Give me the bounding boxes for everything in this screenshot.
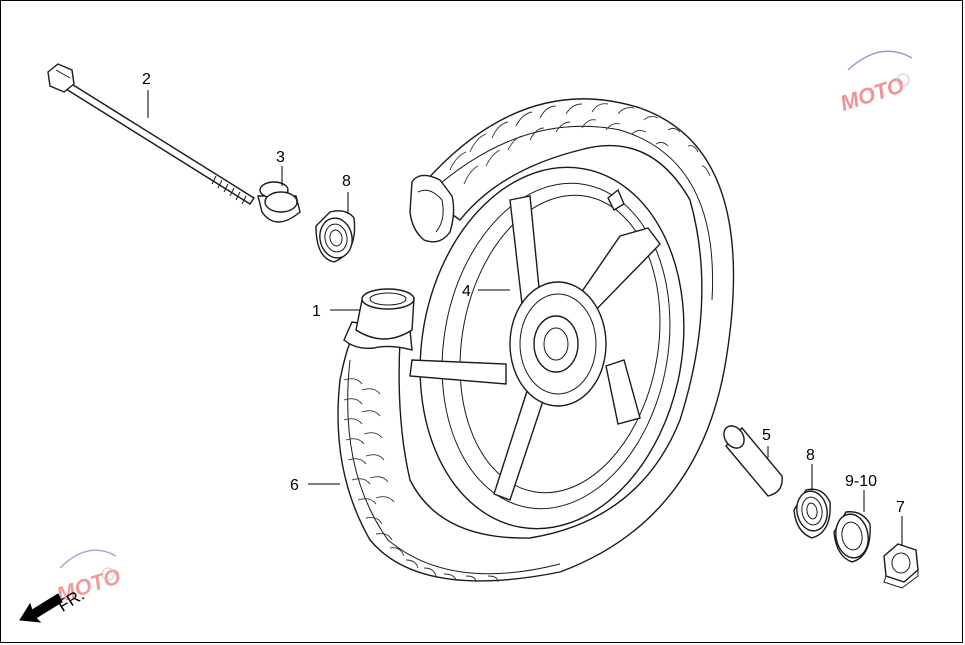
callout-5: 5 [762,427,771,444]
callout-7: 7 [896,499,905,516]
leader-lines [147,90,903,546]
callout-1: 1 [312,303,321,320]
watermark-top-right: MOTO [837,50,913,116]
callout-4: 4 [462,283,471,300]
bearing-left [315,210,356,263]
callout-3: 3 [276,149,285,166]
inner-tube-stem [355,288,415,340]
collar [257,181,301,223]
axle-nut [883,543,919,589]
axle-bolt [47,63,255,205]
front-arrow-icon [19,593,63,623]
callout-labels: 2 3 8 1 4 5 8 9-10 7 6 [142,71,905,516]
callout-8-upper: 8 [342,173,351,190]
front-direction-indicator: FR. [19,585,88,623]
wheel-rim [409,166,685,530]
spacer-tube [723,425,783,497]
callout-6: 6 [290,477,299,494]
dust-seal [833,511,871,563]
callout-9-10: 9-10 [845,473,877,490]
bearing-right [793,488,831,539]
callout-8-lower: 8 [806,447,815,464]
callout-2: 2 [142,71,151,88]
